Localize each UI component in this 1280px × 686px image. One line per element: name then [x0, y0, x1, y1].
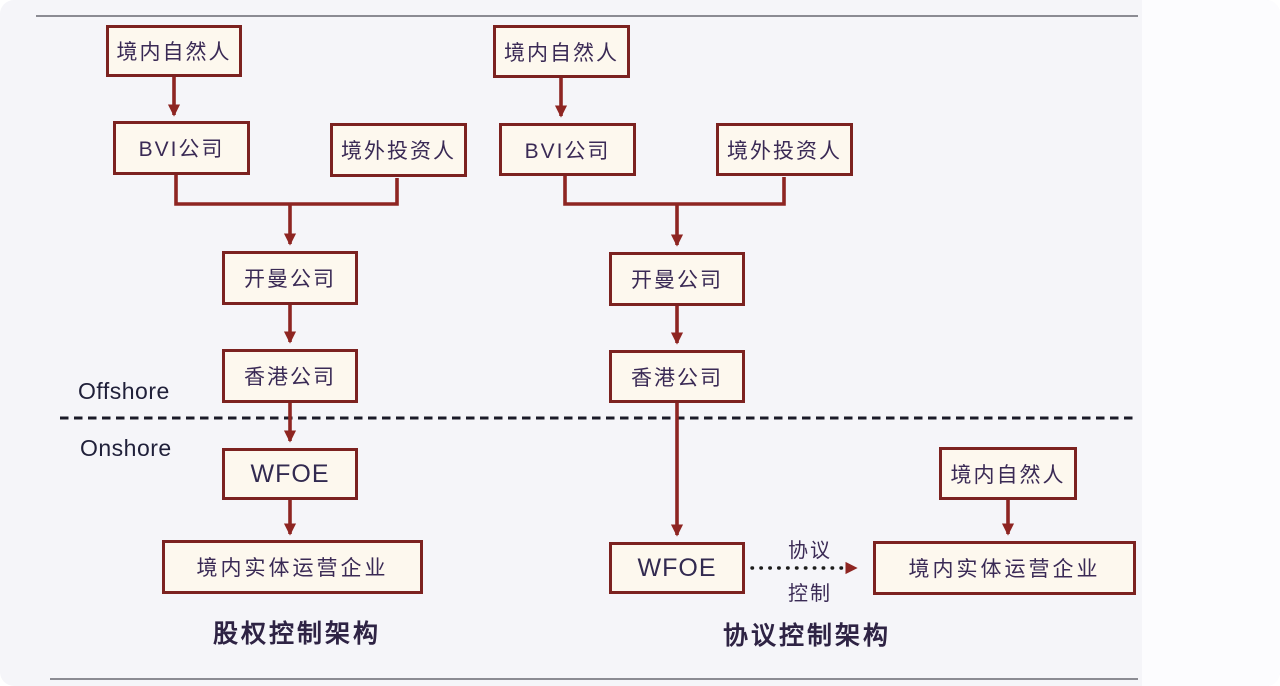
bottom-frame-line	[50, 678, 1138, 680]
right-node-domestic-operating-entity: 境内实体运营企业	[873, 541, 1136, 595]
left-diagram-caption: 股权控制架构	[212, 620, 381, 648]
onshore-zone-label: Onshore	[80, 435, 172, 461]
vie-edge-label-top: 协议	[788, 540, 832, 562]
right-node-domestic-person-2: 境内自然人	[939, 447, 1077, 500]
left-node-foreign-investor: 境外投资人	[330, 123, 467, 177]
right-node-wfoe: WFOE	[609, 542, 745, 594]
left-node-wfoe: WFOE	[222, 448, 358, 500]
right-node-domestic-person: 境内自然人	[493, 25, 630, 78]
left-node-hongkong-company: 香港公司	[222, 349, 358, 403]
background-strip	[1142, 0, 1280, 686]
right-node-bvi-company: BVI公司	[499, 123, 636, 176]
right-node-cayman-company: 开曼公司	[609, 252, 745, 306]
right-node-hongkong-company: 香港公司	[609, 350, 745, 403]
offshore-zone-label: Offshore	[78, 378, 170, 404]
left-node-cayman-company: 开曼公司	[222, 251, 358, 305]
vie-edge-label-bottom: 控制	[788, 583, 832, 605]
right-connector-bvi-investor	[563, 176, 786, 206]
left-node-domestic-person: 境内自然人	[106, 25, 242, 77]
right-diagram-caption: 协议控制架构	[722, 622, 891, 650]
top-frame-line	[36, 15, 1138, 17]
left-node-bvi-company: BVI公司	[113, 121, 250, 175]
left-connector-bvi-investor	[174, 175, 399, 206]
left-node-domestic-operating-entity: 境内实体运营企业	[162, 540, 423, 594]
right-node-foreign-investor: 境外投资人	[716, 123, 853, 176]
